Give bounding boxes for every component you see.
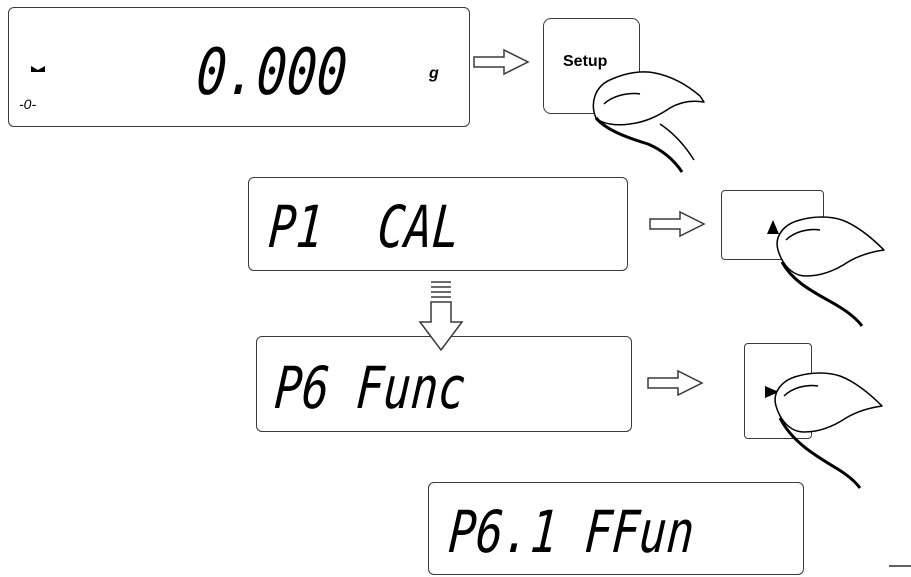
finger-press-icon [776,216,885,327]
right-triangle-icon [765,386,779,398]
finger-press-icon [592,71,705,173]
weight-unit: g [429,65,439,82]
stability-marker-icon [31,66,45,72]
hollow-down-arrow-icon [418,281,464,352]
finger-press-icon [774,372,883,489]
hollow-arrow-icon [649,210,706,238]
hollow-arrow-icon [647,369,704,397]
setup-key-label: Setup [563,53,608,70]
zero-indicator: -0- [19,96,37,112]
p61-ffun-display: P6.1 FFun [428,482,804,575]
p1-cal-display: P1 CAL [248,177,628,271]
hollow-arrow-icon [473,48,530,76]
up-triangle-icon [767,220,779,234]
weight-display: -0- 0.000 g [8,7,470,127]
